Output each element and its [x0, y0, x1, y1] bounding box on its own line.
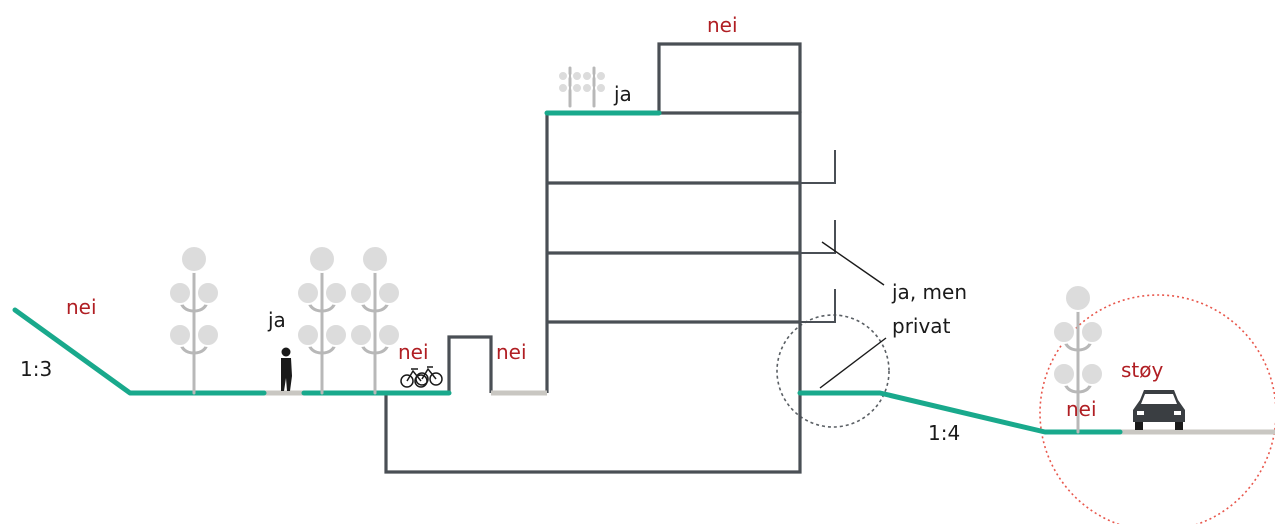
- pointer-line: [819, 337, 887, 389]
- tree-icon: [167, 244, 221, 395]
- car-icon: [1133, 390, 1185, 430]
- roof-plant-icon: [581, 66, 607, 108]
- building-outline: [384, 42, 802, 474]
- label-nei-shed: nei: [496, 340, 527, 364]
- ground-surfaces: [12, 110, 1275, 435]
- roof-plant-icon: [557, 66, 583, 108]
- label-ratio-left: 1:3: [20, 357, 52, 381]
- label-ratio-right: 1:4: [928, 421, 960, 445]
- tree-icon: [348, 244, 402, 395]
- label-nei-bikes: nei: [398, 340, 429, 364]
- noise-zone-circle: [1039, 294, 1275, 524]
- pointer-line: [821, 241, 885, 286]
- pedestrian-icon: [281, 347, 292, 391]
- label-ja-roof: ja: [613, 82, 632, 106]
- label-ja-pedestrian: ja: [267, 308, 286, 332]
- bicycle-icon: [400, 366, 443, 388]
- tree-icon: [295, 244, 349, 395]
- label-stoy: støy: [1121, 358, 1163, 382]
- private-zone-circle: [776, 314, 890, 428]
- balconies: [800, 150, 836, 323]
- label-privat: privat: [892, 314, 951, 338]
- label-nei-road: nei: [1066, 397, 1097, 421]
- label-ja-men: ja, men: [891, 280, 967, 304]
- label-nei-left-slope: nei: [66, 295, 97, 319]
- label-nei-top: nei: [707, 13, 738, 37]
